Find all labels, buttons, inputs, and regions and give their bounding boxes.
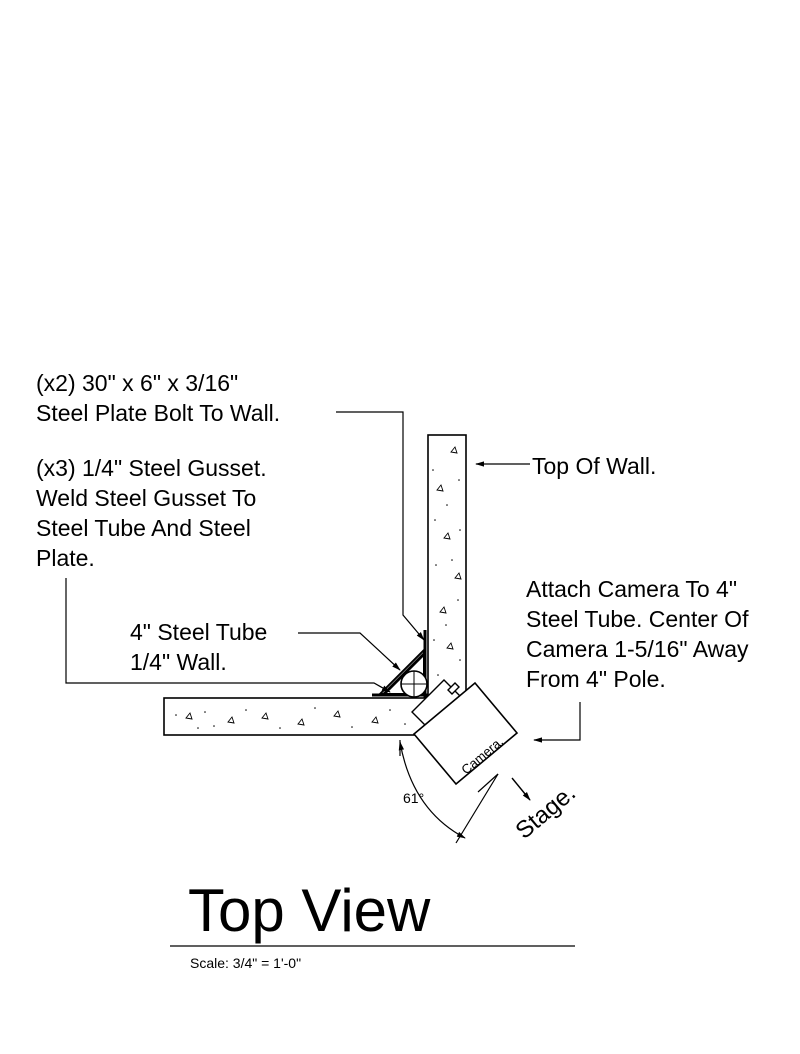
note-steel-gusset: (x3) 1/4" Steel Gusset. Weld Steel Gusse…: [36, 453, 267, 573]
note-camera-attach-line-4: From 4" Pole.: [526, 666, 666, 692]
note-camera-attach: Attach Camera To 4" Steel Tube. Center O…: [526, 574, 749, 694]
note-top-of-wall: Top Of Wall.: [532, 451, 656, 481]
note-top-of-wall-text: Top Of Wall.: [532, 453, 657, 479]
note-steel-gusset-line-3: Steel Tube And Steel: [36, 515, 251, 541]
note-steel-plate: (x2) 30" x 6" x 3/16" Steel Plate Bolt T…: [36, 368, 280, 428]
leader-gusset: [65, 578, 391, 693]
note-steel-gusset-line-2: Weld Steel Gusset To: [36, 485, 257, 511]
note-steel-plate-line-2: Steel Plate Bolt To Wall.: [36, 400, 281, 426]
steel-tube-pole: [400, 670, 428, 698]
leader-steel-tube: [298, 632, 401, 671]
note-camera-attach-line-1: Attach Camera To 4": [526, 576, 738, 602]
leader-plate: [336, 411, 425, 641]
note-steel-plate-line-1: (x2) 30" x 6" x 3/16": [36, 370, 239, 396]
note-steel-tube-line-1: 4" Steel Tube: [130, 619, 268, 645]
note-camera-attach-line-3: Camera 1-5/16" Away: [526, 636, 749, 662]
note-camera-attach-line-2: Steel Tube. Center Of: [526, 606, 749, 632]
note-steel-tube-line-2: 1/4" Wall.: [130, 649, 227, 675]
note-steel-tube: 4" Steel Tube 1/4" Wall.: [130, 617, 267, 677]
angle-label: 61°: [403, 790, 424, 806]
angle-dimension: [398, 740, 499, 844]
note-steel-gusset-line-1: (x3) 1/4" Steel Gusset.: [36, 455, 267, 481]
note-steel-gusset-line-4: Plate.: [36, 545, 95, 571]
drawing-scale: Scale: 3/4" = 1'-0": [190, 955, 302, 971]
leader-camera-attach: [533, 702, 581, 743]
stage-arrow: [511, 777, 531, 801]
horizontal-wall: [163, 697, 429, 736]
drawing-title: Top View: [188, 877, 431, 944]
